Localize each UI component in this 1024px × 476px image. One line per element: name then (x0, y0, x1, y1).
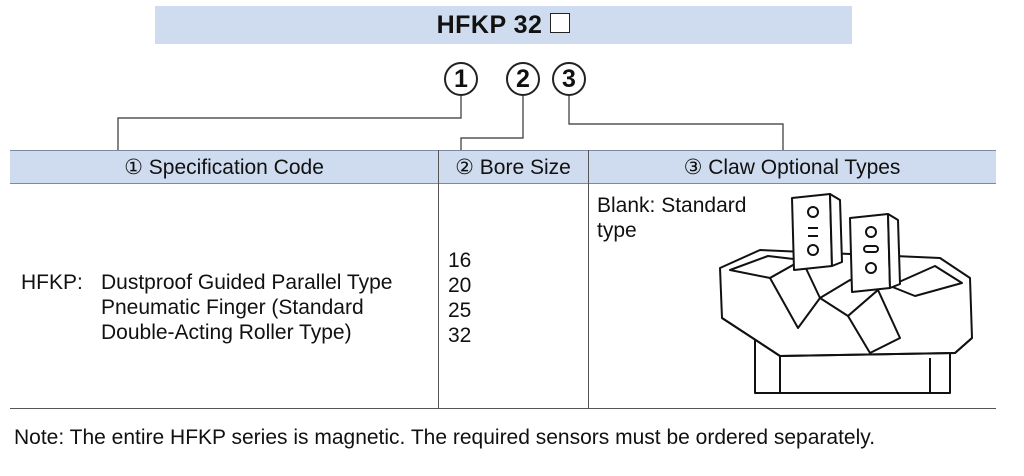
callout-1: 1 (444, 62, 478, 96)
column-header-bore: ② Bore Size (455, 155, 571, 179)
spec-code-cell: HFKP: Dustproof Guided Parallel Type Pneu… (21, 270, 392, 345)
column-header-spec: ① Specification Code (124, 155, 324, 179)
bore-size-value: 32 (448, 324, 472, 347)
column-divider (588, 150, 589, 408)
model-title: HFKP 32 (436, 10, 543, 39)
callout-3: 3 (552, 62, 586, 96)
claw-label-line: type (597, 219, 637, 242)
model-title-bar: HFKP 32 (155, 6, 852, 44)
spec-code: HFKP: (21, 271, 83, 294)
bore-size-cell: 16 20 25 32 (448, 248, 471, 348)
bore-size-value: 16 (448, 249, 472, 272)
column-divider (438, 150, 439, 408)
footnote: Note: The entire HFKP series is magnetic… (14, 426, 876, 449)
gripper-illustration-icon (719, 193, 973, 394)
column-header-claw: ③ Claw Optional Types (683, 155, 901, 179)
table-bottom-border (10, 408, 996, 409)
spec-line: Dustproof Guided Parallel Type (101, 271, 393, 294)
claw-type-label: Blank: Standard type (597, 193, 747, 243)
callout-2: 2 (506, 62, 540, 96)
spec-line: Double-Acting Roller Type) (101, 321, 352, 344)
table-header: ① Specification Code ② Bore Size ③ Claw … (10, 150, 996, 184)
empty-box-icon (550, 13, 571, 33)
claw-label-line: Blank: Standard (597, 194, 747, 217)
bore-size-value: 20 (448, 274, 472, 297)
spec-line: Pneumatic Finger (Standard (101, 296, 364, 319)
bore-size-value: 25 (448, 299, 472, 322)
